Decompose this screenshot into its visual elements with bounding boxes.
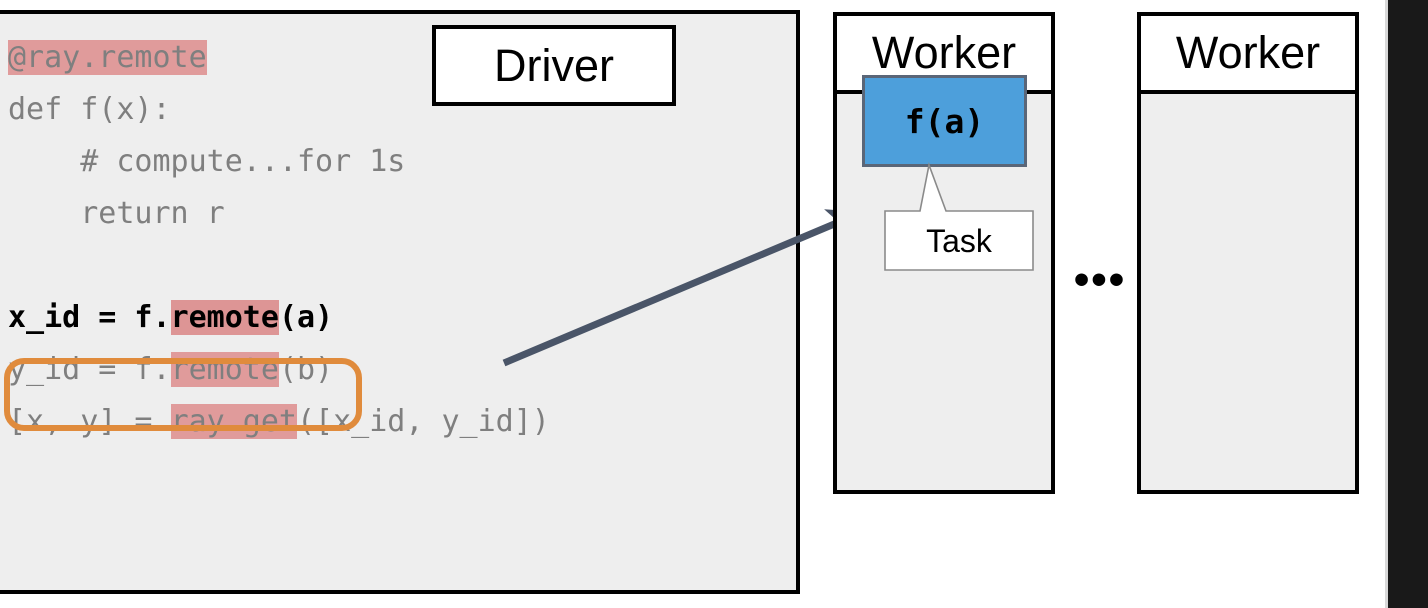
code-highlight-token: remote <box>170 300 279 335</box>
right-edge-gap <box>1385 0 1388 608</box>
code-token: y_id = f. <box>8 352 171 387</box>
more-workers-ellipsis: ••• <box>1073 255 1127 304</box>
worker-box-2: Worker <box>1137 12 1359 494</box>
code-line-line-decorator: @ray.remote <box>8 32 550 84</box>
code-token: (b) <box>278 352 334 387</box>
driver-label-box: Driver <box>432 25 676 106</box>
code-line-line-blank <box>8 240 550 292</box>
code-line-line-x-id: x_id = f.remote(a) <box>8 292 550 344</box>
code-line-line-get: [x, y] = ray.get([x_id, y_id]) <box>8 396 550 448</box>
code-token <box>8 248 26 283</box>
driver-label: Driver <box>494 39 614 91</box>
code-token: x_id = f. <box>8 300 171 335</box>
code-token: (a) <box>278 300 334 335</box>
worker-box-1: Worker f(a) Task <box>833 12 1055 494</box>
worker-2-label: Worker <box>1175 27 1321 78</box>
code-highlight-token: @ray.remote <box>8 40 207 75</box>
code-token: [x, y] = <box>8 404 171 439</box>
worker-2-header: Worker <box>1141 16 1355 94</box>
task-callout-label: Task <box>926 222 992 259</box>
running-task-box: f(a) <box>862 75 1027 167</box>
code-line-line-def: def f(x): <box>8 84 550 136</box>
code-highlight-token: ray.get <box>170 404 297 439</box>
code-token: return r <box>8 196 225 231</box>
code-token: # compute...for 1s <box>8 144 406 179</box>
code-token: ([x_id, y_id]) <box>297 404 550 439</box>
code-line-line-y-id: y_id = f.remote(b) <box>8 344 550 396</box>
worker-1-label: Worker <box>871 27 1017 78</box>
running-task-label: f(a) <box>904 101 985 141</box>
code-line-line-comment: # compute...for 1s <box>8 136 550 188</box>
right-edge-strip <box>1388 0 1428 608</box>
code-highlight-token: remote <box>170 352 279 387</box>
code-line-line-return: return r <box>8 188 550 240</box>
task-callout: Task <box>884 161 1034 271</box>
code-token: def f(x): <box>8 92 171 127</box>
